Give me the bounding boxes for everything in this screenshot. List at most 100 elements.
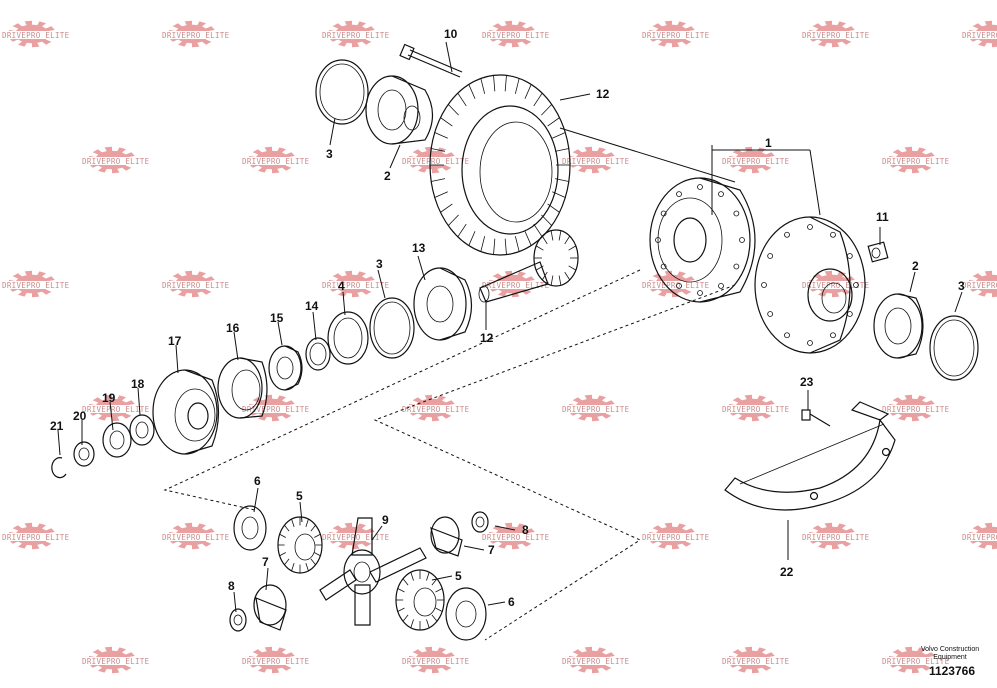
gear-tooth xyxy=(550,275,554,286)
part-bearing-15 xyxy=(268,345,303,391)
gear-tooth xyxy=(434,132,448,139)
callout-13: 13 xyxy=(412,241,426,255)
callout-2-right: 2 xyxy=(912,259,919,273)
watermark-text: DRIVEPRO ELITE xyxy=(2,31,70,40)
part-housing-1 xyxy=(649,177,866,354)
watermark-gear-icon: DRIVEPRO ELITE xyxy=(558,146,630,174)
watermark-text: DRIVEPRO ELITE xyxy=(2,533,70,542)
part-lockplate-19 xyxy=(102,422,132,458)
watermark-gear-icon: DRIVEPRO ELITE xyxy=(878,646,949,674)
housing-bolt-holes xyxy=(655,184,859,346)
bolt-hole xyxy=(784,231,790,238)
parts-layer xyxy=(51,43,979,641)
part-spider-9 xyxy=(319,517,427,626)
bolt-hole xyxy=(739,237,745,243)
figure-id: 1123766 xyxy=(928,664,975,678)
watermark-text: DRIVEPRO ELITE xyxy=(162,31,230,40)
gear-tooth xyxy=(440,203,453,213)
brand-line-2: Equipment xyxy=(933,654,967,661)
watermark-gear-icon: DRIVEPRO ELITE xyxy=(158,522,229,550)
watermark-gear-icon: DRIVEPRO ELITE xyxy=(0,270,70,298)
gear-tooth xyxy=(440,117,453,127)
watermark-gear-icon: DRIVEPRO ELITE xyxy=(158,20,230,48)
callout-14: 14 xyxy=(305,299,319,313)
part-washer-14 xyxy=(305,337,331,371)
gear-tooth xyxy=(431,148,446,152)
gear-tooth xyxy=(480,236,486,252)
bolt-hole xyxy=(846,311,853,317)
gear-tooth xyxy=(397,607,405,612)
callout-8-right: 8 xyxy=(522,523,529,537)
callout-4: 4 xyxy=(338,279,345,293)
bolt-hole xyxy=(660,210,667,217)
gear-tooth xyxy=(457,92,467,107)
part-flange-17 xyxy=(152,369,220,455)
watermark-gear-icon: DRIVEPRO ELITE xyxy=(958,20,997,48)
part-pinion-gear-7-right xyxy=(430,516,463,557)
watermark-gear-icon: DRIVEPRO ELITE xyxy=(558,646,629,674)
watermark-gear-icon: DRIVEPRO ELITE xyxy=(798,20,869,48)
part-circlip-21 xyxy=(51,457,67,479)
gear-tooth xyxy=(284,524,290,532)
gear-tooth xyxy=(431,178,446,182)
gear-tooth xyxy=(514,236,520,252)
part-bearing-2-right xyxy=(873,293,924,359)
bolt-hole xyxy=(697,184,703,190)
part-ring-3-top xyxy=(315,59,369,125)
bolt-hole xyxy=(807,224,813,230)
gear-tooth xyxy=(568,265,577,271)
watermark-text: DRIVEPRO ELITE xyxy=(642,31,710,40)
watermark-gear-icon: DRIVEPRO ELITE xyxy=(238,146,309,174)
watermark-layer: DRIVEPRO ELITE DRIVEPRO ELITE DRIVEPRO ELI… xyxy=(0,20,997,674)
part-side-gear-5-upper xyxy=(277,516,323,574)
watermark-text: DRIVEPRO ELITE xyxy=(2,281,70,290)
watermark-gear-icon: DRIVEPRO ELITE xyxy=(638,20,710,48)
gear-tooth xyxy=(279,552,286,557)
gear-tooth xyxy=(457,223,467,238)
callout-6-upper: 6 xyxy=(254,474,261,488)
callout-1: 1 xyxy=(765,136,772,150)
callout-18: 18 xyxy=(131,377,145,391)
watermark-text: DRIVEPRO ELITE xyxy=(482,533,550,542)
watermark-text: DRIVEPRO ELITE xyxy=(562,157,630,166)
gear-tooth xyxy=(410,572,414,581)
gear-tooth xyxy=(541,271,548,281)
callout-labels: 10 12 3 2 1 11 2 3 13 3 4 14 12 15 16 17… xyxy=(50,27,965,609)
bolt-hole xyxy=(733,263,740,270)
watermark-text: DRIVEPRO ELITE xyxy=(642,281,710,290)
callout-21: 21 xyxy=(50,419,64,433)
callout-12-top: 12 xyxy=(596,87,610,101)
watermark-gear-icon: DRIVEPRO ELITE xyxy=(878,394,950,422)
brand-label: Volvo Construction Equipment xyxy=(915,646,985,662)
gear-tooth xyxy=(541,104,553,116)
watermark-gear-icon: DRIVEPRO ELITE xyxy=(718,394,789,422)
watermark-text: DRIVEPRO ELITE xyxy=(882,157,950,166)
callout-15: 15 xyxy=(270,311,284,325)
watermark-text: DRIVEPRO ELITE xyxy=(322,281,390,290)
bolt-hole xyxy=(676,282,682,289)
callout-17: 17 xyxy=(168,334,182,348)
gear-tooth xyxy=(284,558,290,566)
part-nut-20 xyxy=(73,441,95,467)
watermark-text: DRIVEPRO ELITE xyxy=(322,31,390,40)
part-washer-6-upper xyxy=(233,505,267,551)
watermark-text: DRIVEPRO ELITE xyxy=(962,533,997,542)
gear-tooth xyxy=(291,519,295,528)
bolt-hole xyxy=(853,282,859,288)
gear-tooth xyxy=(547,117,560,127)
part-washer-18 xyxy=(129,414,155,446)
watermark-gear-icon: DRIVEPRO ELITE xyxy=(718,646,789,674)
brand-line-1: Volvo Construction xyxy=(920,646,980,653)
watermark-gear-icon: DRIVEPRO ELITE xyxy=(478,20,549,48)
bolt-hole xyxy=(676,191,682,198)
watermark-text: DRIVEPRO ELITE xyxy=(882,405,950,414)
watermark-gear-icon: DRIVEPRO ELITE xyxy=(318,270,390,298)
callout-23: 23 xyxy=(800,375,814,389)
watermark-text: DRIVEPRO ELITE xyxy=(402,405,470,414)
callout-20: 20 xyxy=(73,409,87,423)
gear-tooth xyxy=(493,75,496,92)
bolt-hole xyxy=(655,237,661,243)
callout-3-mid: 3 xyxy=(376,257,383,271)
watermark-text: DRIVEPRO ELITE xyxy=(402,657,470,666)
gear-tooth xyxy=(533,92,543,107)
